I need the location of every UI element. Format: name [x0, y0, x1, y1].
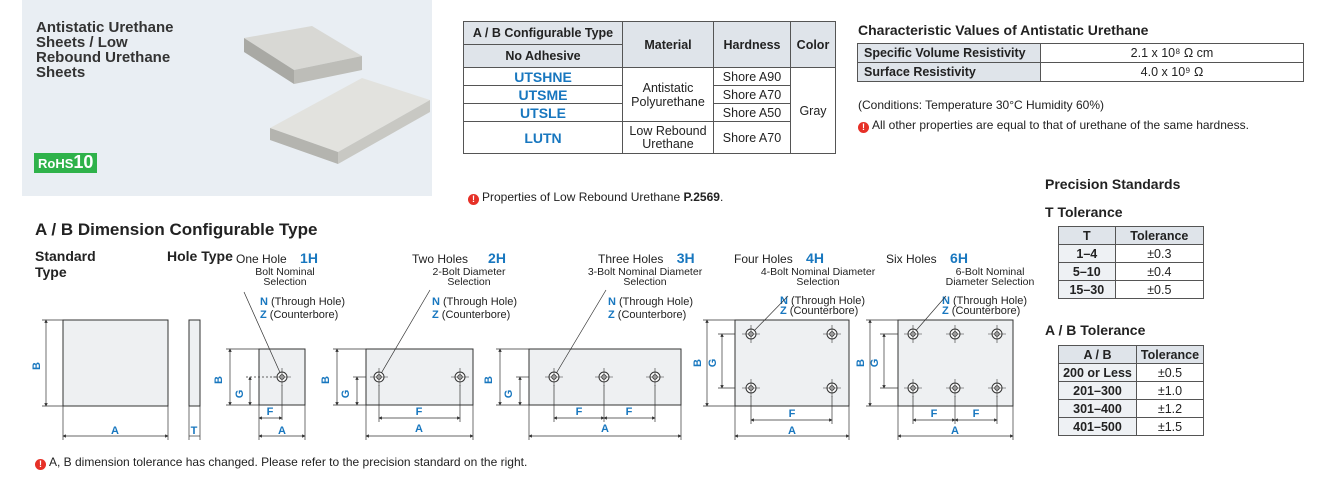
tol-header: Tolerance: [1135, 345, 1205, 364]
hardness-cell: Shore A50: [713, 103, 791, 122]
dim-a: A: [788, 425, 796, 437]
hole-type-label: Hole Type: [167, 248, 233, 264]
t-cell: 5–10: [1058, 262, 1116, 281]
dim-a: A: [951, 425, 959, 437]
characteristic-title: Characteristic Values of Antistatic Uret…: [858, 22, 1149, 38]
ab-cell: 200 or Less: [1058, 363, 1137, 382]
standard-type-label: Standard Type: [35, 248, 96, 280]
low-rebound-note: !Properties of Low Rebound Urethane P.25…: [468, 190, 723, 205]
dim-b: B: [483, 376, 495, 384]
dim-g: G: [340, 390, 352, 399]
t-header: T: [1058, 226, 1116, 245]
hole-type-2h[interactable]: Two Holes 2H: [412, 250, 506, 266]
options-4h: N (Through Hole)Z (Counterbore): [780, 295, 865, 317]
t-tolerance-title: T Tolerance: [1045, 204, 1123, 220]
dim-a: A: [278, 425, 286, 437]
options-1h: N (Through Hole)Z (Counterbore): [260, 296, 345, 321]
page-ref-link[interactable]: P.2569: [683, 190, 720, 204]
hardness-cell: Shore A70: [713, 85, 791, 104]
tol-cell: ±1.2: [1135, 399, 1205, 418]
tol-cell: ±0.5: [1135, 363, 1205, 382]
dim-b: B: [855, 359, 867, 367]
tol-cell: ±0.4: [1114, 262, 1205, 281]
warning-icon: !: [858, 122, 869, 133]
hole-type-6h[interactable]: Six Holes 6H: [886, 250, 968, 266]
hole-type-3h[interactable]: Three Holes 3H: [598, 250, 695, 266]
selection-label: 2-Bolt Diameter Selection: [432, 266, 506, 288]
tolerance-note: !A, B dimension tolerance has changed. P…: [35, 455, 527, 470]
dim-f: F: [626, 406, 633, 418]
hardness-cell: Shore A90: [713, 67, 791, 86]
tol-cell: ±0.3: [1114, 244, 1205, 263]
dim-g: G: [234, 390, 246, 399]
hole-type-1h[interactable]: One Hole 1H: [236, 250, 318, 266]
ab-cell: 401–500: [1058, 417, 1137, 436]
dim-g: G: [707, 359, 719, 368]
spec-table: A / B Configurable Type Material Hardnes…: [463, 21, 836, 154]
conditions-note: (Conditions: Temperature 30°C Humidity 6…: [858, 98, 1105, 112]
dim-t: T: [191, 425, 198, 437]
ab-header: A / B: [1058, 345, 1137, 364]
rohs-badge: RoHS10: [34, 153, 98, 173]
dim-a: A: [111, 425, 119, 437]
dim-a: A: [415, 423, 423, 435]
col-no-adhesive: No Adhesive: [463, 44, 623, 68]
material-low-rebound: Low Rebound Urethane: [622, 121, 714, 154]
options-2h: N (Through Hole)Z (Counterbore): [432, 296, 517, 321]
ab-cell: 201–300: [1058, 381, 1137, 400]
dim-f: F: [789, 408, 796, 420]
ab-tolerance-title: A / B Tolerance: [1045, 322, 1146, 338]
selection-label: 3-Bolt Nominal Diameter Selection: [587, 266, 703, 288]
col-color: Color: [790, 21, 836, 68]
t-cell: 1–4: [1058, 244, 1116, 263]
tol-cell: ±1.5: [1135, 417, 1205, 436]
product-hero: Antistatic Urethane Sheets / Low Rebound…: [22, 0, 432, 196]
color-cell: Gray: [790, 67, 836, 154]
product-title: Antistatic Urethane Sheets / Low Rebound…: [36, 19, 174, 81]
tol-cell: ±0.5: [1114, 280, 1205, 299]
options-6h: N (Through Hole)Z (Counterbore): [942, 295, 1027, 317]
selection-label: 4-Bolt Nominal Diameter Selection: [760, 266, 876, 288]
dimension-title: A / B Dimension Configurable Type: [35, 220, 318, 239]
selection-label: 6-Bolt Nominal Diameter Selection: [945, 266, 1035, 288]
dim-f: F: [973, 408, 980, 420]
options-3h: N (Through Hole)Z (Counterbore): [608, 296, 693, 321]
dim-f: F: [267, 406, 274, 418]
dim-b: B: [320, 376, 332, 384]
char-value: 4.0 x 10⁹ Ω: [1040, 62, 1304, 82]
dim-b: B: [31, 362, 43, 370]
hole-type-4h[interactable]: Four Holes 4H: [734, 250, 824, 266]
product-image: [244, 26, 430, 164]
tol-cell: ±1.0: [1135, 381, 1205, 400]
warning-icon: !: [35, 459, 46, 470]
properties-note: !All other properties are equal to that …: [858, 118, 1249, 133]
tol-header: Tolerance: [1114, 226, 1205, 245]
dimension-drawings: A T B A F B G A F B G A F F B G A F B G …: [31, 289, 1014, 440]
char-value: 2.1 x 10⁸ Ω cm: [1040, 43, 1304, 63]
ab-cell: 301–400: [1058, 399, 1137, 418]
warning-icon: !: [468, 194, 479, 205]
precision-title: Precision Standards: [1045, 176, 1181, 192]
dim-f: F: [576, 406, 583, 418]
selection-label: Bolt Nominal Selection: [255, 266, 315, 288]
col-material: Material: [622, 21, 714, 68]
dim-f: F: [931, 408, 938, 420]
hardness-cell: Shore A70: [713, 121, 791, 154]
dim-f: F: [416, 406, 423, 418]
t-cell: 15–30: [1058, 280, 1116, 299]
dim-g: G: [869, 359, 881, 368]
dim-g: G: [503, 390, 515, 399]
dim-a: A: [601, 423, 609, 435]
dim-b: B: [213, 376, 225, 384]
code-lutn[interactable]: LUTN: [463, 121, 623, 154]
dim-b: B: [692, 359, 704, 367]
